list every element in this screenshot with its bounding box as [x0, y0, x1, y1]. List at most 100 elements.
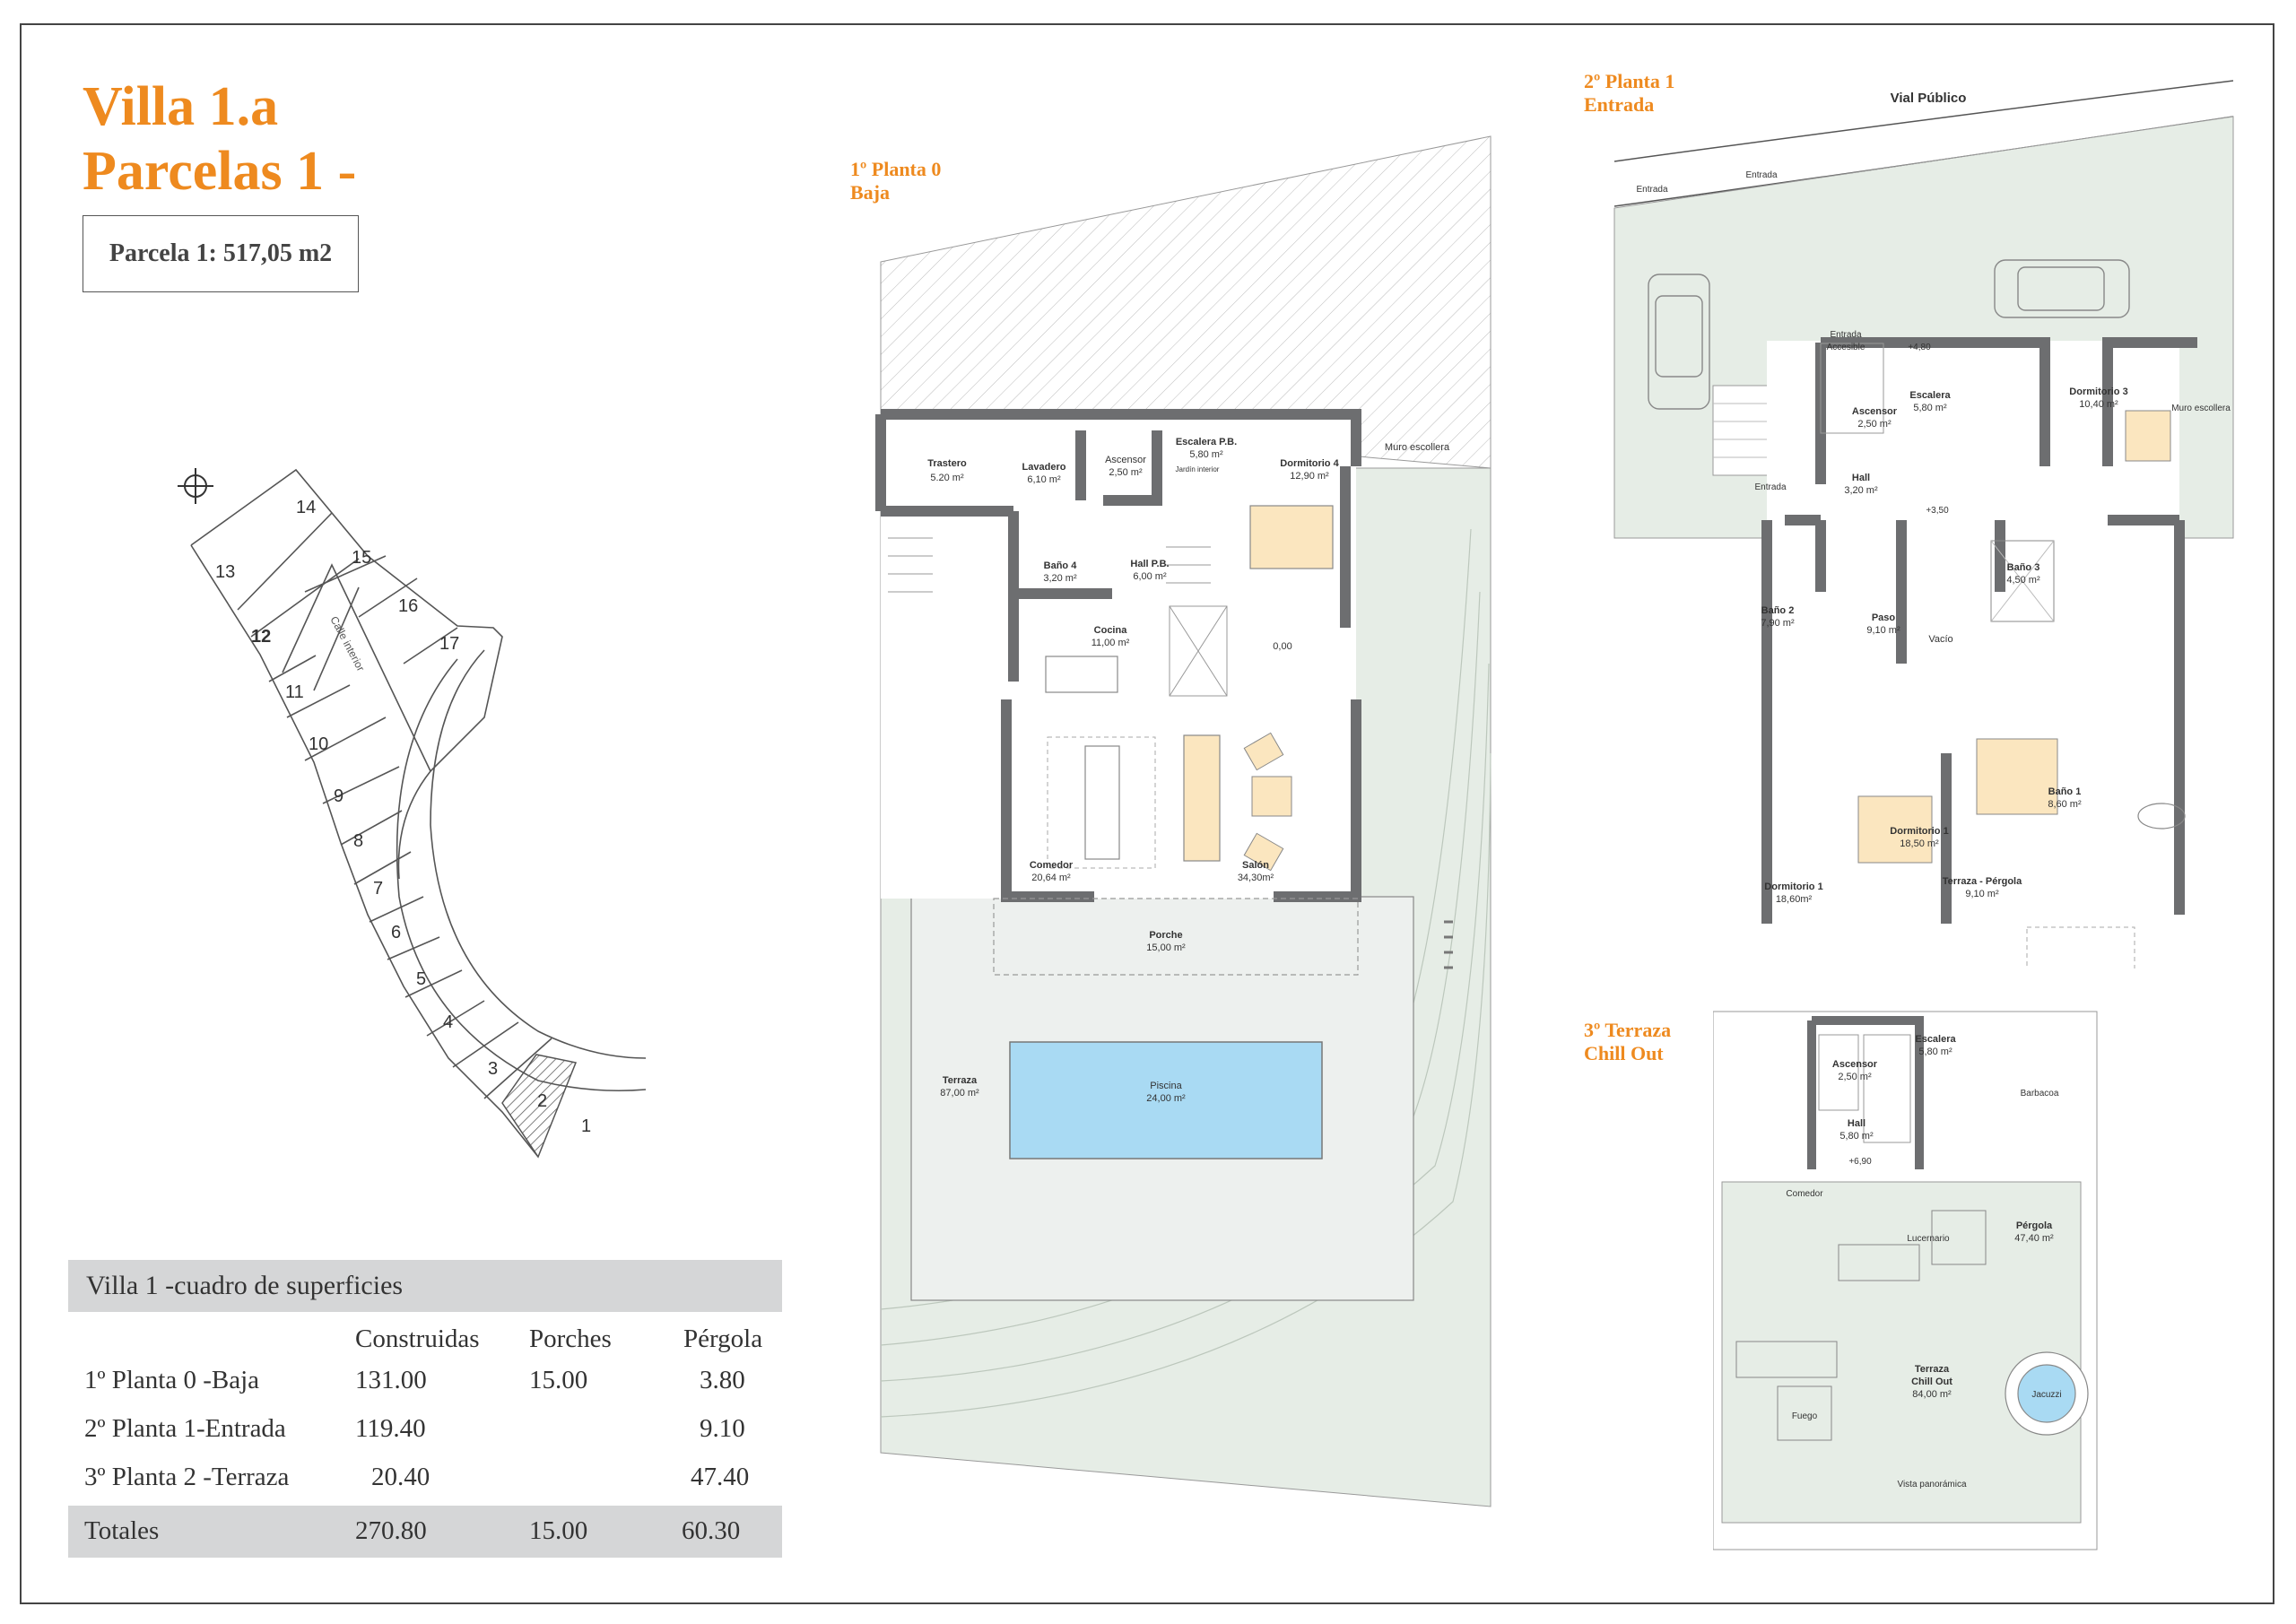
table-row: 1º Planta 0 -Baja 131.00 15.00 3.80	[68, 1357, 782, 1405]
row-construidas: 131.00	[355, 1366, 427, 1394]
room-escalera-1: Escalera	[1909, 390, 1951, 401]
area-terraza: 87,00 m²	[940, 1088, 979, 1099]
plot-label-7: 7	[373, 879, 383, 899]
label-jacuzzi: Jacuzzi	[2031, 1390, 2061, 1400]
area-escalera: 5,80 m²	[1189, 449, 1223, 460]
label-fuego: Fuego	[1792, 1411, 1818, 1421]
row-construidas: 119.40	[355, 1414, 426, 1443]
area-dormitorio-1b: 18,60m²	[1776, 894, 1813, 905]
label-piscina: Piscina	[1150, 1081, 1182, 1091]
label-entrada-2: Entrada	[1745, 170, 1777, 180]
area-escalera-2: 5,80 m²	[1918, 1046, 1952, 1057]
plot-label-15: 15	[352, 548, 371, 568]
area-bano-4: 3,20 m²	[1043, 573, 1077, 584]
room-dormitorio-1b: Dormitorio 1	[1764, 881, 1822, 892]
row-label: 2º Planta 1-Entrada	[84, 1414, 286, 1443]
row-label: 3º Planta 2 -Terraza	[84, 1463, 290, 1491]
row-pergola: 3.80	[700, 1366, 745, 1394]
plot-label-3: 3	[488, 1059, 498, 1079]
room-bano-2: Baño 2	[1761, 605, 1795, 616]
area-terraza-chillout: 84,00 m²	[1912, 1389, 1952, 1400]
table-total-row: Totales 270.80 15.00 60.30	[68, 1506, 782, 1558]
plot-label-8: 8	[353, 831, 363, 851]
room-vacio: Vacío	[1928, 634, 1952, 645]
room-dormitorio-1a: Dormitorio 1	[1890, 826, 1948, 837]
label-vial-publico: Vial Público	[1891, 91, 1967, 106]
room-hall-1: Hall	[1852, 473, 1870, 483]
room-cocina: Cocina	[1094, 625, 1128, 636]
plot-label-12: 12	[251, 627, 271, 647]
area-ascensor-1: 2,50 m²	[1857, 419, 1892, 430]
room-paso: Paso	[1872, 612, 1896, 623]
level-mark-350: +3,50	[1926, 506, 1949, 516]
room-bano-4: Baño 4	[1044, 560, 1078, 571]
total-label: Totales	[84, 1516, 160, 1545]
label-entrada-accesible-1: Entrada	[1830, 330, 1861, 340]
area-piscina: 24,00 m²	[1146, 1093, 1186, 1104]
total-pergola: 60.30	[682, 1516, 741, 1545]
plot-label-5: 5	[416, 969, 426, 989]
plot-label-16: 16	[398, 596, 418, 616]
area-porche: 15,00 m²	[1146, 942, 1186, 953]
room-jardin: Jardín interior	[1176, 465, 1220, 473]
total-construidas: 270.80	[355, 1516, 427, 1545]
row-construidas: 20.40	[371, 1463, 430, 1491]
area-ascensor-2: 2,50 m²	[1838, 1072, 1872, 1082]
bed-dorm1a	[1857, 795, 1933, 864]
villa-title: Villa 1.a	[83, 76, 279, 137]
col-pergola: Pérgola	[683, 1324, 763, 1353]
room-salon: Salón	[1242, 860, 1269, 871]
level-mark-480: +4,80	[1908, 343, 1931, 352]
total-porches: 15.00	[529, 1516, 588, 1545]
area-ascensor: 2,50 m²	[1109, 467, 1143, 478]
plot-label-13: 13	[215, 562, 235, 582]
room-bano-3: Baño 3	[2007, 562, 2040, 573]
level-mark-0: 0,00	[1273, 641, 1292, 652]
room-escalera: Escalera P.B.	[1176, 437, 1237, 447]
parcels-title: Parcelas 1 -	[83, 141, 357, 202]
plot-label-1: 1	[581, 1116, 591, 1136]
plot-1-highlight	[501, 1054, 578, 1159]
label-lucernario: Lucernario	[1907, 1234, 1950, 1244]
col-porches: Porches	[529, 1324, 612, 1353]
plot-label-11: 11	[285, 682, 304, 702]
table-row: 3º Planta 2 -Terraza 20.40 47.40	[68, 1454, 782, 1502]
room-terraza-chillout-2: Chill Out	[1911, 1376, 1952, 1387]
room-dormitorio-3: Dormitorio 3	[2069, 386, 2127, 397]
area-hall-1: 3,20 m²	[1844, 485, 1878, 496]
plot-label-10: 10	[309, 734, 328, 754]
area-bano-3: 4,50 m²	[2006, 575, 2040, 586]
label-muro-1: Muro escollera	[2171, 404, 2231, 413]
label-entrada-3: Entrada	[1754, 482, 1786, 492]
surface-table: Villa 1 -cuadro de superficies Construid…	[68, 1260, 782, 1558]
plot-label-17: 17	[439, 634, 459, 654]
row-label: 1º Planta 0 -Baja	[84, 1366, 260, 1394]
area-dormitorio-4: 12,90 m²	[1290, 471, 1329, 482]
drawing-frame	[20, 23, 2274, 1604]
label-barbacoa: Barbacoa	[2021, 1089, 2059, 1099]
plot-label-14: 14	[296, 498, 316, 517]
room-ascensor: Ascensor	[1105, 455, 1146, 465]
floor0-plan: Trastero 5.20 m² Lavadero 6,10 m² Ascens…	[875, 135, 1492, 1507]
floor2-plan: Ascensor 2,50 m² Escalera 5,80 m² Barbac…	[1713, 1011, 2098, 1550]
room-terraza-pergola: Terraza - Pérgola	[1943, 876, 2022, 887]
plot-label-9: 9	[334, 786, 344, 806]
pool	[1009, 1041, 1323, 1159]
area-pergola: 47,40 m²	[2014, 1233, 2054, 1244]
plot-label-6: 6	[391, 923, 401, 942]
area-salon: 34,30m²	[1238, 873, 1274, 883]
row-porches: 15.00	[529, 1366, 588, 1394]
room-pergola: Pérgola	[2016, 1220, 2053, 1231]
table-header-row: Construidas Porches Pérgola	[68, 1312, 782, 1357]
area-escalera-1: 5,80 m²	[1913, 403, 1947, 413]
label-muro: Muro escollera	[1385, 442, 1450, 453]
label-entrada-accesible-2: Accesible	[1827, 343, 1866, 352]
level-mark-690: +6,90	[1848, 1157, 1872, 1167]
area-terraza-pergola: 9,10 m²	[1965, 889, 1999, 899]
area-bano-2: 7,90 m²	[1761, 618, 1795, 629]
room-escalera-2: Escalera	[1915, 1034, 1956, 1045]
compass-icon	[178, 468, 213, 504]
room-lavadero: Lavadero	[1022, 462, 1066, 473]
